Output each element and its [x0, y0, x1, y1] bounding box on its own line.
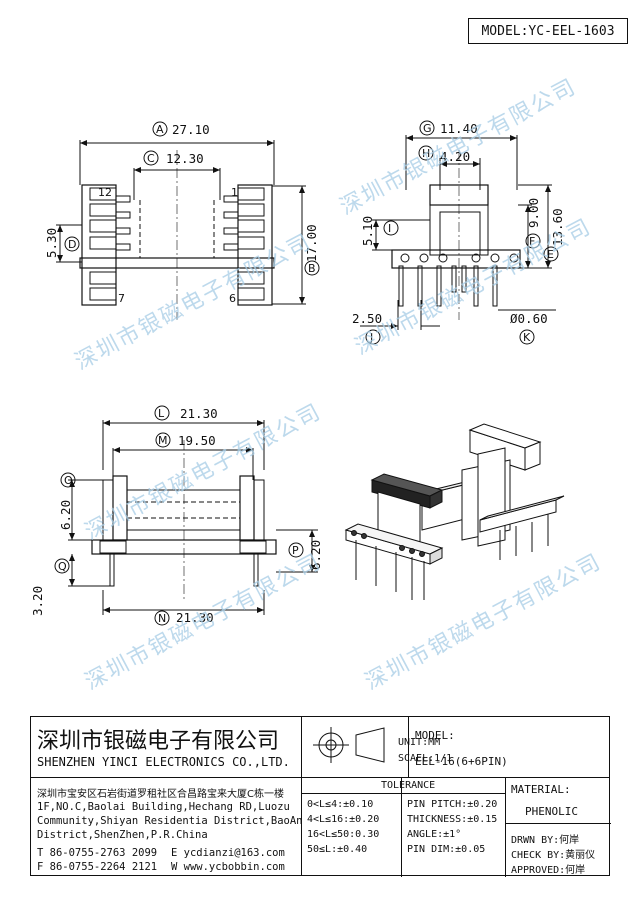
approved-by: APPROVED:何岸 — [511, 865, 586, 876]
title-block: 深圳市银磁电子有限公司 SHENZHEN YINCI ELECTRONICS C… — [30, 716, 611, 877]
dim-a-value: 27.10 — [172, 122, 210, 137]
tolerance-3: 16<L≤50:0.30 — [307, 829, 380, 840]
tolerance-2: 4<L≤16:±0.20 — [307, 814, 380, 825]
svg-text:I: I — [388, 222, 391, 235]
pin-12-label: 12 — [98, 186, 112, 199]
svg-text:L: L — [158, 407, 165, 420]
dim-c-value: 12.30 — [166, 151, 204, 166]
model-label: MODEL:YC-EEL-1603 — [468, 18, 628, 44]
svg-text:K: K — [523, 331, 531, 344]
svg-text:深圳市银磁电子有限公司: 深圳市银磁电子有限公司 — [351, 214, 596, 360]
dim-b-value: 17.00 — [304, 224, 319, 262]
spec-angle: ANGLE:±1° — [407, 829, 462, 840]
dim-o-value: 6.20 — [58, 500, 73, 530]
dim-f-value: 9.00 — [526, 198, 541, 228]
address-en-line-3: District,ShenZhen,P.R.China — [37, 829, 208, 841]
dim-i-value: 5.10 — [360, 216, 375, 246]
svg-text:E: E — [547, 248, 554, 261]
right-pin-comb — [223, 184, 273, 306]
pin-6-label: 6 — [229, 292, 236, 305]
svg-text:B: B — [308, 262, 316, 275]
svg-text:F: F — [529, 235, 535, 248]
material-title: MATERIAL: — [511, 783, 571, 796]
company-name-en: SHENZHEN YINCI ELECTRONICS CO.,LTD. — [37, 755, 290, 769]
dim-j-value: 2.50 — [352, 311, 382, 326]
tolerance-1: 0<L≤4:±0.10 — [307, 799, 374, 810]
svg-text:深圳市银磁电子有限公司: 深圳市银磁电子有限公司 — [336, 74, 581, 220]
spec-pin-pitch: PIN PITCH:±0.20 — [407, 799, 498, 810]
website: W www.ycbobbin.com — [171, 861, 285, 873]
dim-n-value: 21.30 — [176, 610, 214, 625]
callout-a — [152, 121, 168, 137]
svg-text:A: A — [156, 123, 164, 136]
svg-text:G: G — [423, 122, 432, 135]
side-view — [360, 135, 556, 330]
spec-thickness: THICKNESS:±0.15 — [407, 814, 498, 825]
dim-e-value: 13.60 — [550, 208, 565, 246]
tolerance-4: 50≤L:±0.40 — [307, 844, 368, 855]
svg-text:J: J — [369, 331, 373, 344]
dim-m-value: 19.50 — [178, 433, 216, 448]
projection-symbol-icon — [313, 727, 385, 763]
fax: F 86-0755-2264 2121 — [37, 861, 158, 873]
svg-text:P: P — [292, 544, 299, 557]
dim-h-value: 4.20 — [440, 149, 470, 164]
address-en-line-1: 1F,NO.C,Baolai Building,Hechang RD,Luozu — [37, 801, 290, 813]
svg-text:D: D — [68, 238, 76, 251]
svg-text:深圳市银磁电子有限公司: 深圳市银磁电子有限公司 — [81, 399, 326, 545]
tel: T 86-0755-2763 2099 — [37, 847, 158, 859]
svg-text:N: N — [158, 612, 166, 625]
svg-text:深圳市银磁电子有限公司: 深圳市银磁电子有限公司 — [361, 549, 606, 695]
address-cn: 深圳市宝安区石岩街道罗租社区合昌路宝来大厦C栋一楼 — [37, 789, 284, 800]
svg-text:深圳市银磁电子有限公司: 深圳市银磁电子有限公司 — [81, 549, 326, 695]
check-by: CHECK BY:黄丽仪 — [511, 850, 596, 861]
pin-1-label: 1 — [231, 186, 238, 199]
pin-7-label: 7 — [118, 292, 125, 305]
company-name-cn: 深圳市银磁电子有限公司 — [37, 729, 280, 754]
svg-text:Q: Q — [58, 560, 67, 573]
spec-pin-dim: PIN DIM:±0.05 — [407, 844, 486, 855]
top-view — [56, 140, 306, 320]
tolerance-title: TOLERANCE — [381, 780, 436, 791]
material-value: PHENOLIC — [525, 805, 578, 818]
svg-text:H: H — [422, 147, 430, 160]
dim-q-value: 3.20 — [30, 586, 45, 616]
dim-g-value: 11.40 — [440, 121, 478, 136]
dim-d-value: 5.30 — [44, 228, 59, 258]
email: E ycdianzi@163.com — [171, 847, 285, 859]
isometric-view — [344, 423, 565, 600]
model-title: MODEL: — [415, 729, 455, 742]
dim-p-value: 6.20 — [308, 540, 323, 570]
front-view — [68, 420, 318, 615]
svg-text:深圳市银磁电子有限公司: 深圳市银磁电子有限公司 — [71, 229, 316, 375]
svg-text:C: C — [147, 152, 155, 165]
drawn-by: DRWN BY:何岸 — [511, 835, 580, 846]
address-en-line-2: Community,Shiyan Residentia District,Bao… — [37, 815, 303, 827]
scale: SCAEL:1/1 — [398, 753, 453, 764]
unit: UNIT:MM — [398, 737, 441, 748]
model-value: EEL-16(6+6PIN) — [415, 755, 508, 768]
dim-l-value: 21.30 — [180, 406, 218, 421]
svg-text:O: O — [64, 474, 73, 487]
svg-text:M: M — [158, 434, 168, 447]
dim-k-value: Ø0.60 — [510, 311, 548, 326]
left-pin-comb — [81, 184, 131, 306]
watermark: 深圳市银磁电子有限公司 深圳市银磁电子有限公司 深圳市银磁电子有限公司 深圳市银… — [71, 74, 606, 695]
